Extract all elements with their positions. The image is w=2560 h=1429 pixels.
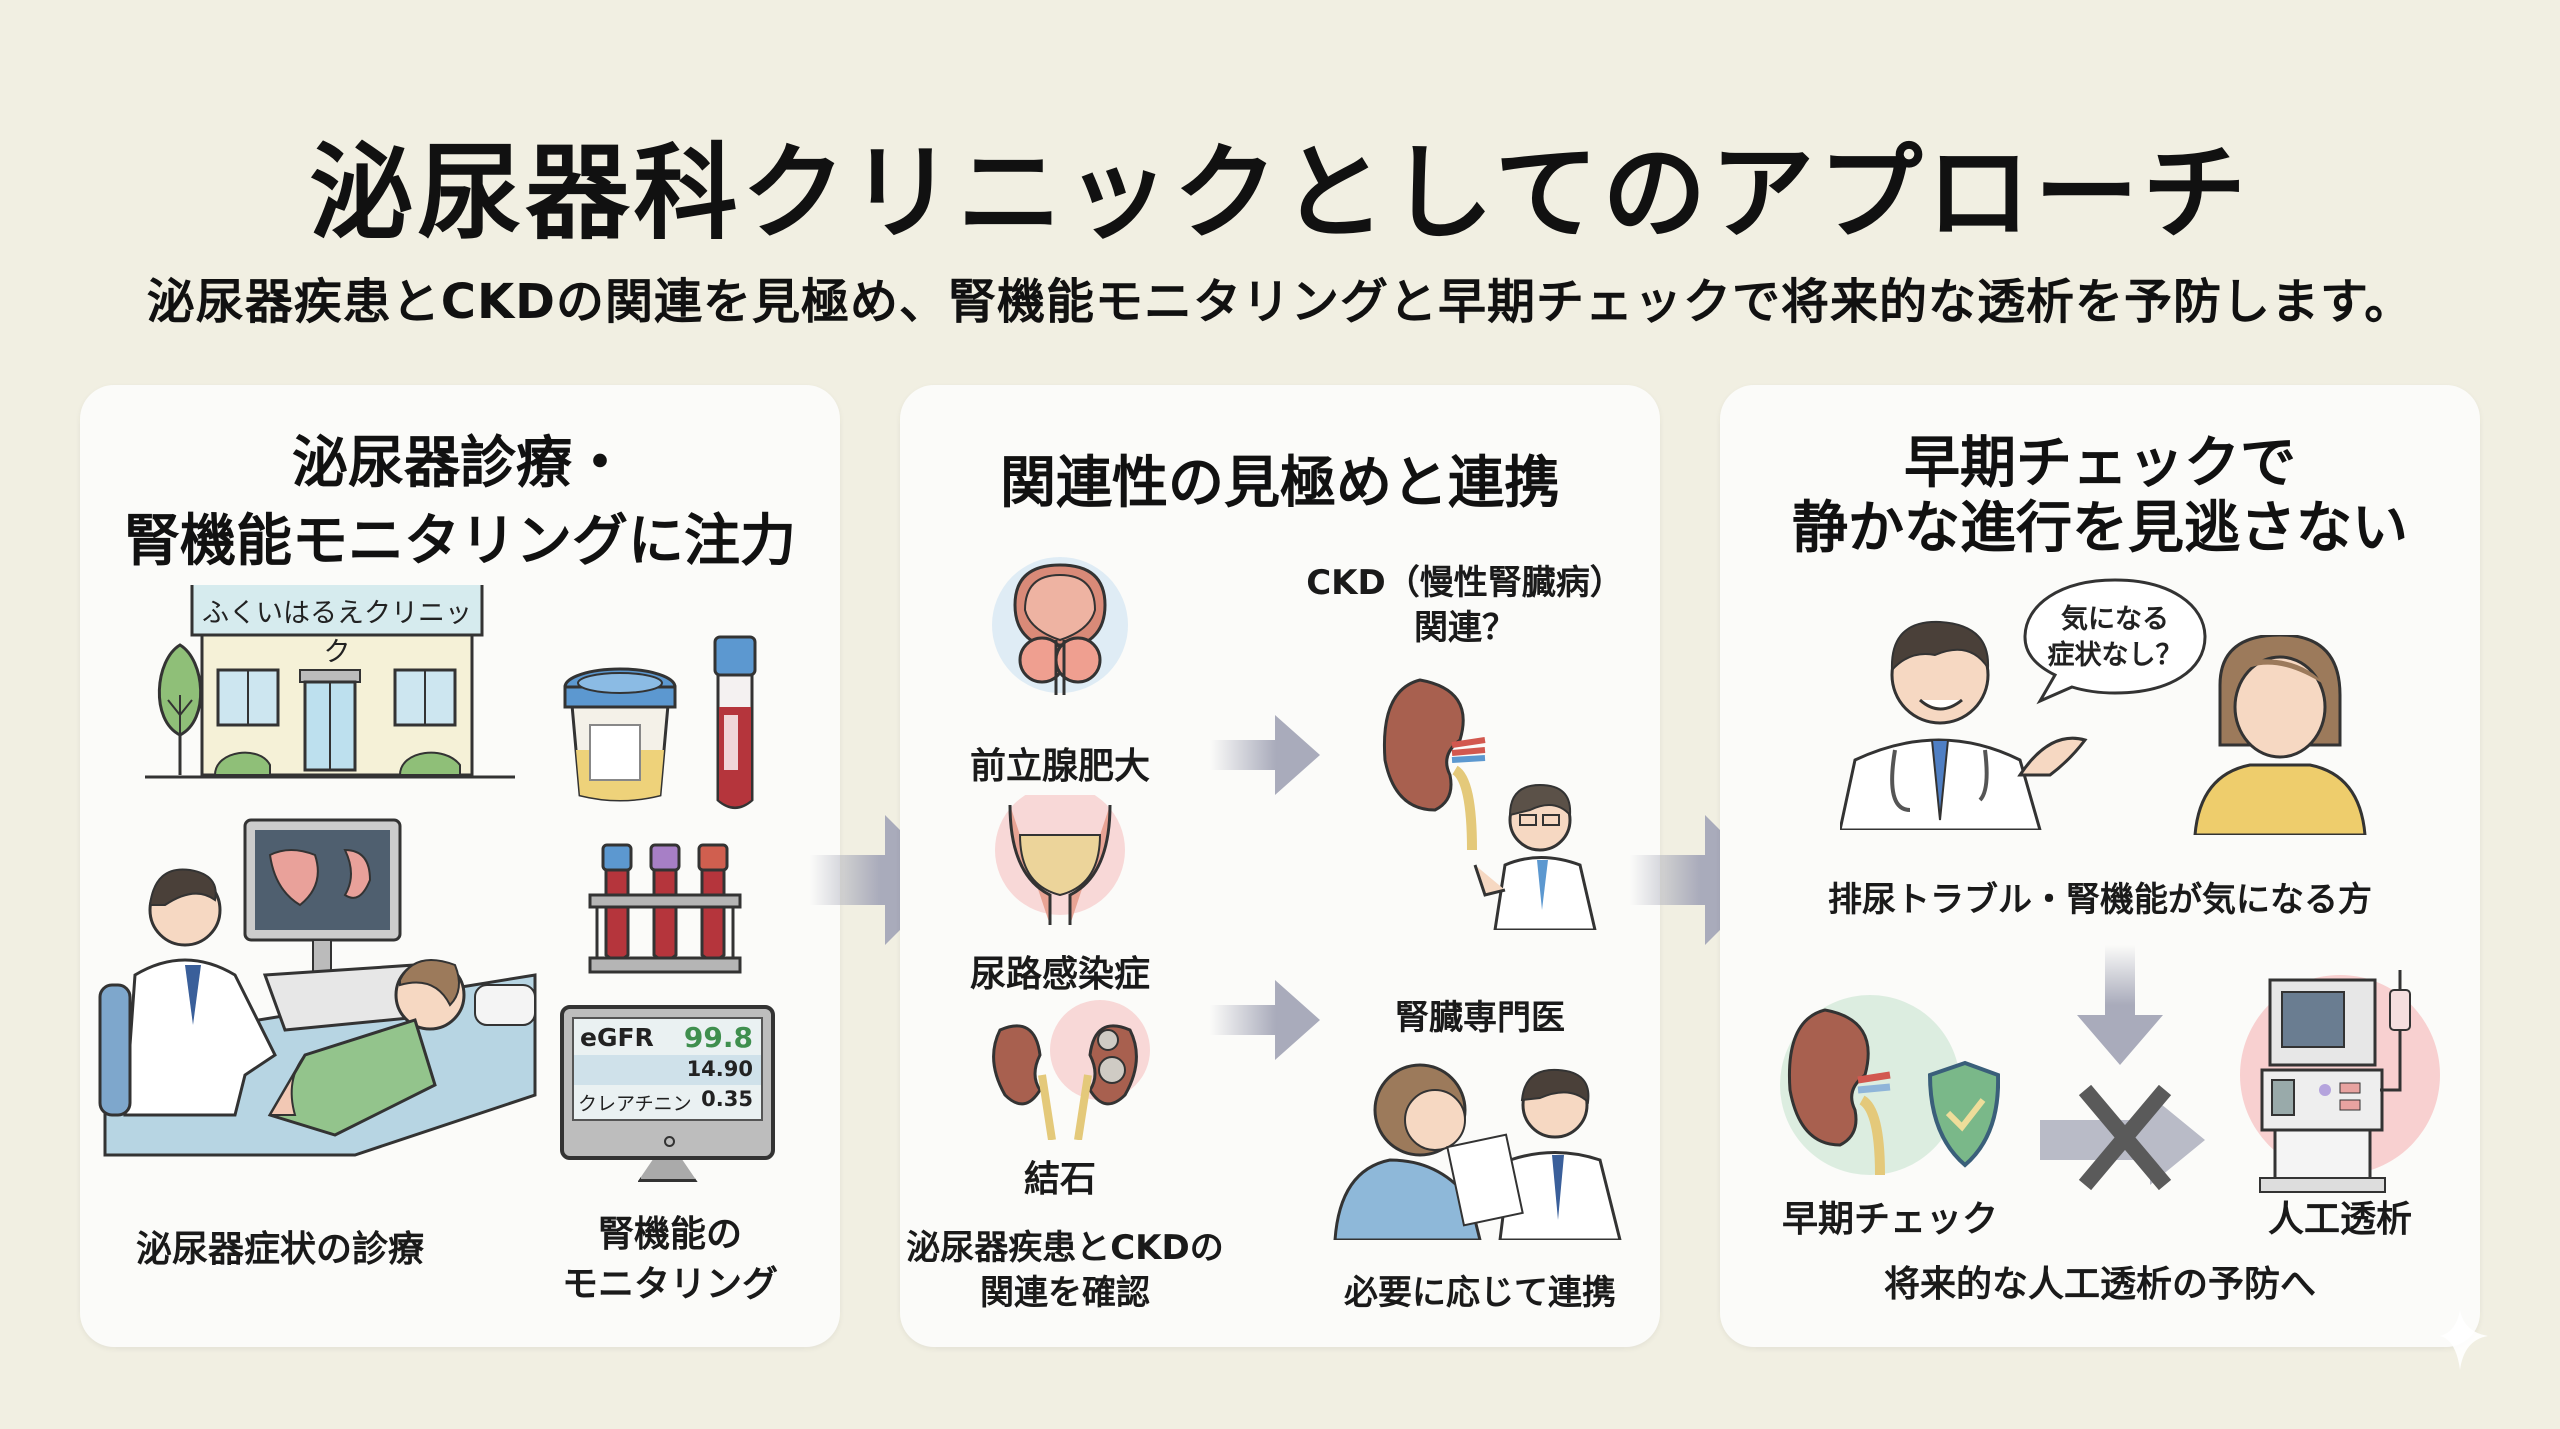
kidney-doctor-illustration (1380, 670, 1600, 930)
condition-stones: 結石 (1023, 1159, 1096, 1200)
target-audience: 排尿トラブル・腎機能が気になる方 (1828, 880, 2372, 920)
caption-kidney-monitoring-line2: モニタリング (561, 1264, 778, 1305)
panel-title-line2: 静かな進行を見逃さない (1792, 496, 2408, 561)
panel-early-check: 早期チェックで 静かな進行を見逃さない 気になる 症状なし？ 排尿トラブル・腎機… (1720, 385, 2480, 1347)
panel-title-line1: 泌尿器診療・ (292, 431, 628, 496)
sparkle-icon (2440, 1310, 2500, 1370)
arrow-to-ckd-icon (1210, 715, 1320, 795)
caption-kidney-monitoring-line1: 腎機能の (597, 1214, 742, 1255)
condition-prostate: 前立腺肥大 (969, 746, 1150, 787)
kidney-stones-icon (980, 1000, 1150, 1140)
clinic-building-illustration: ふくいはるえクリニック (140, 585, 520, 785)
condition-uti: 尿路感染症 (969, 954, 1150, 995)
tree-icon (157, 643, 203, 775)
caption-urology-exam: 泌尿器症状の診療 (135, 1229, 424, 1270)
doctor-illustration (1840, 600, 2140, 830)
page-subtitle: 泌尿器疾患とCKDの関連を見極め、腎機能モニタリングと早期チェックで将来的な透析… (146, 274, 2414, 330)
clinic-sign: ふくいはるえクリニック (202, 598, 472, 668)
arrow-down-icon (2075, 945, 2165, 1065)
panel-title: 関連性の見極めと連携 (1000, 451, 1560, 516)
bladder-infection-icon (990, 795, 1130, 925)
panel-title-line1: 早期チェックで (1904, 431, 2296, 496)
monitor-label-creatinine: クレアチニン (578, 1093, 692, 1115)
healthy-kidney-shield-icon (1780, 985, 2000, 1175)
panel-title-line2: 腎機能モニタリングに注力 (124, 509, 796, 574)
label-early-check: 早期チェック (1781, 1199, 1998, 1240)
ckd-label-line2: 関連？ (1414, 608, 1516, 648)
caption-collaborate: 必要に応じて連携 (1344, 1273, 1616, 1313)
blood-tube-icon (710, 635, 760, 815)
ckd-label-line1: CKD（慢性腎臓病） (1306, 563, 1624, 603)
dialysis-machine-icon (2240, 965, 2440, 1195)
panel-relation-collaboration: 関連性の見極めと連携 前立腺肥大 尿路感染症 結石 (900, 385, 1660, 1347)
specialist-label: 腎臓専門医 (1395, 998, 1565, 1038)
monitor-value-2: 14.90 (686, 1057, 753, 1081)
speech-line1: 気になる (2061, 604, 2169, 635)
label-dialysis: 人工透析 (2267, 1199, 2412, 1240)
monitor-value-creatinine: 0.35 (701, 1087, 753, 1111)
patient-illustration (2190, 635, 2370, 835)
caption-confirm-relation-line1: 泌尿器疾患とCKDの (906, 1228, 1224, 1268)
monitor-label-egfr: eGFR (580, 1023, 654, 1052)
urine-cup-icon (560, 665, 680, 805)
panel-urology-monitoring: 泌尿器診療・ 腎機能モニタリングに注力 ふくいはるえクリニック (80, 385, 840, 1347)
page-title: 泌尿器科クリニックとしてのアプローチ (309, 132, 2251, 254)
ultrasound-exam-illustration (95, 815, 545, 1175)
arrow-to-specialist-icon (1210, 980, 1320, 1060)
caption-confirm-relation-line2: 関連を確認 (980, 1273, 1150, 1313)
blocked-progression-icon (2040, 1085, 2210, 1195)
test-tube-rack-icon (585, 840, 745, 980)
speech-bubble: 気になる 症状なし？ (2020, 575, 2210, 705)
monitor-value-egfr: 99.8 (683, 1021, 753, 1054)
caption-prevent-dialysis: 将来的な人工透析の予防へ (1883, 1264, 2316, 1305)
lab-results-monitor: eGFR 99.8 14.90 クレアチニン 0.35 (560, 1005, 775, 1182)
prostate-icon (990, 555, 1130, 695)
consultation-illustration (1330, 1050, 1640, 1240)
speech-line2: 症状なし？ (2047, 640, 2183, 671)
